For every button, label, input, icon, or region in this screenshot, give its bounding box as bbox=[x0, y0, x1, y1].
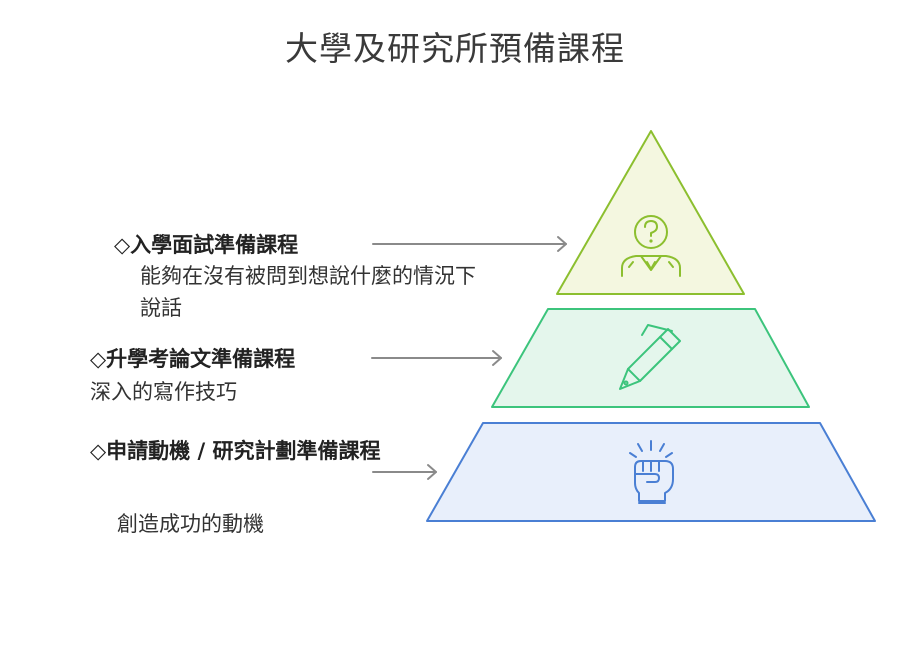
raised-fist-icon bbox=[629, 440, 674, 504]
arrow-level-middle bbox=[371, 350, 502, 366]
arrow-level-bottom bbox=[372, 464, 437, 480]
level-middle-description: 深入的寫作技巧 bbox=[90, 380, 237, 404]
pyramid-level-top bbox=[556, 130, 745, 295]
level-top-description: 能夠在沒有被問到想說什麼的情況下說話 bbox=[140, 264, 476, 320]
level-middle-heading: ◇升學考論文準備課程 bbox=[90, 347, 296, 371]
arrow-level-top bbox=[372, 236, 567, 252]
level-top-heading: ◇入學面試準備課程 bbox=[114, 233, 299, 257]
level-bottom-heading: ◇申請動機 / 研究計劃準備課程 bbox=[90, 439, 381, 463]
level-bottom-description: 創造成功的動機 bbox=[117, 512, 264, 536]
person-question-icon bbox=[621, 215, 681, 277]
diagram-title: 大學及研究所預備課程 bbox=[285, 29, 625, 68]
pyramid-level-middle bbox=[491, 308, 810, 408]
pen-icon bbox=[619, 324, 681, 390]
